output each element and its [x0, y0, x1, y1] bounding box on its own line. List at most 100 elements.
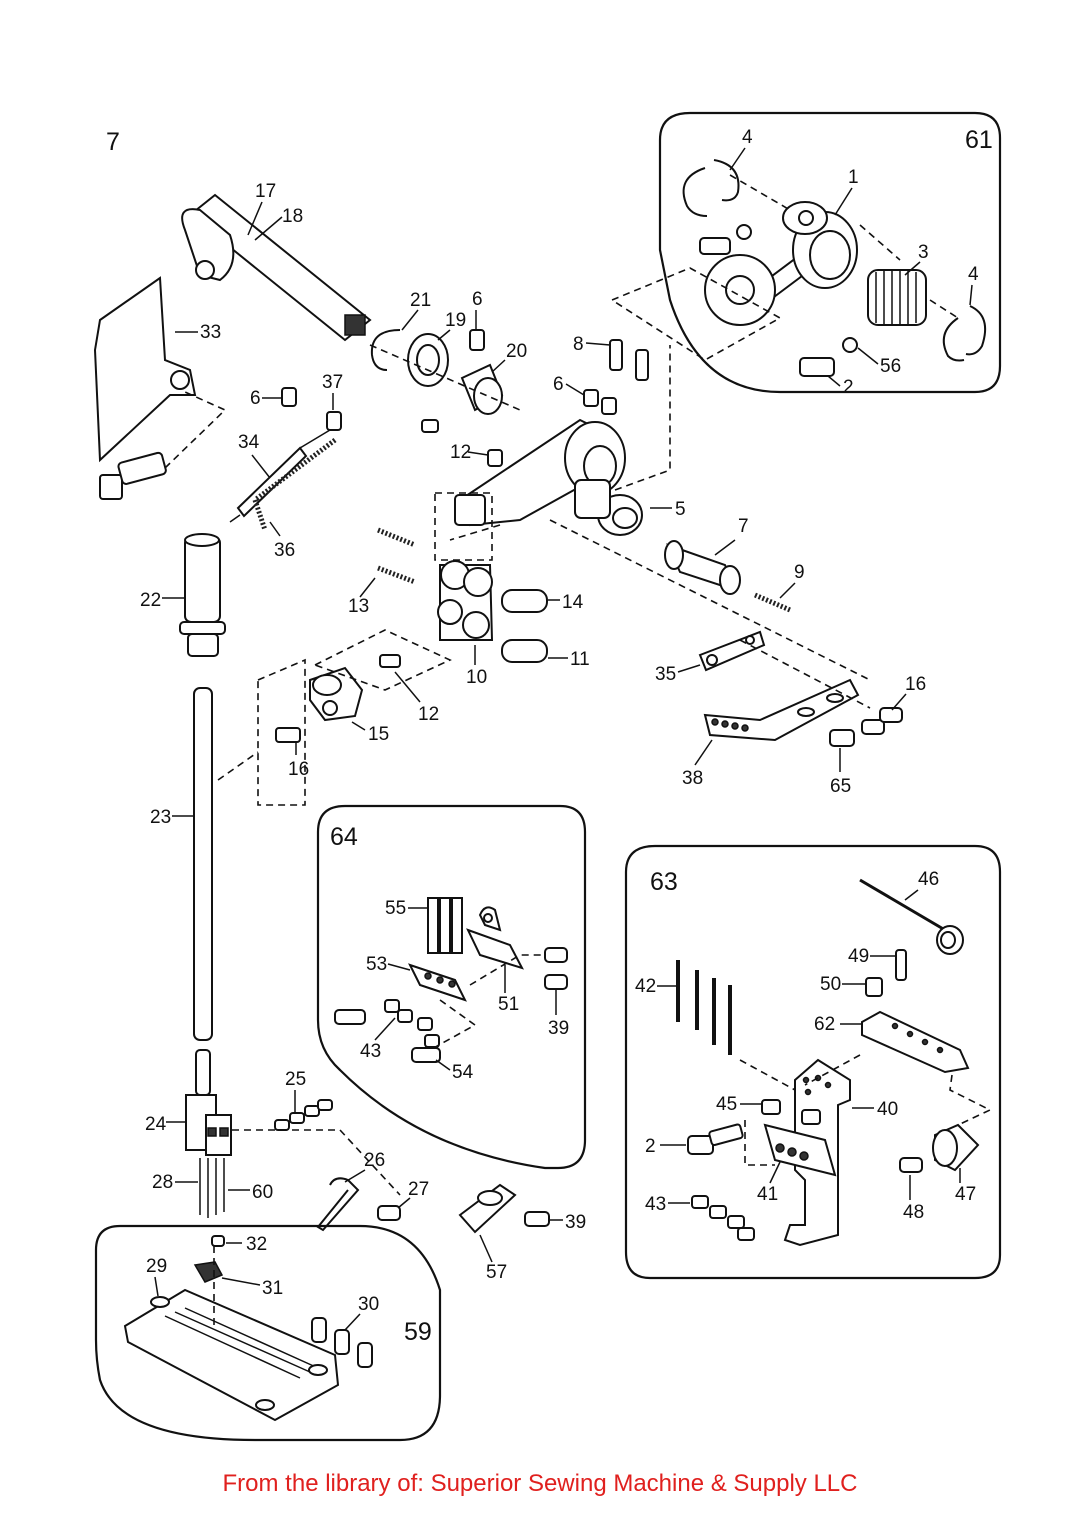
screw-45 [761, 1099, 781, 1115]
part-number-label: 7 [738, 516, 749, 537]
spring-wire-46 [859, 878, 946, 932]
part-number-label: 8 [573, 334, 584, 355]
part-number-label: 54 [452, 1062, 474, 1083]
collar-20 [460, 363, 504, 415]
group-63-box [624, 844, 1002, 1280]
set-screw-6d [601, 397, 617, 415]
cover-plate-33 [93, 276, 197, 463]
part-number-label: 49 [848, 946, 869, 967]
set-screw-20 [421, 419, 439, 433]
part-number-label: 42 [635, 976, 656, 997]
screw-39b [524, 1211, 550, 1227]
spacers-55 [427, 897, 463, 954]
part-number-label: 18 [282, 206, 303, 227]
part-number-label: 43 [360, 1041, 381, 1062]
part-number-label: 24 [145, 1114, 167, 1135]
part-number-label: 34 [238, 432, 260, 453]
part-number-label: 26 [364, 1150, 385, 1171]
shaft-17-18 [181, 193, 372, 342]
set-screws-43b [691, 1195, 755, 1241]
screw-2b [687, 1123, 744, 1155]
link-10 [437, 560, 494, 641]
screw-16b [861, 719, 885, 735]
part-number-label: 21 [410, 290, 431, 311]
part-number-label: 45 [716, 1094, 737, 1115]
part-number-label: 39 [548, 1018, 569, 1039]
part-number-label: 5 [675, 499, 686, 520]
pin-14 [501, 589, 548, 613]
part-number-label: 28 [152, 1172, 173, 1193]
block-41 [763, 1123, 837, 1177]
screw-12b [379, 654, 401, 668]
part-number-label: 4 [742, 127, 753, 148]
part-number-label: 41 [757, 1184, 778, 1205]
spring-46 [936, 925, 964, 955]
pin-49 [895, 949, 907, 981]
part-number-label: 33 [200, 322, 221, 343]
group-59-label: 59 [404, 1318, 432, 1346]
pin-11 [501, 639, 548, 663]
part-number-label: 16 [905, 674, 926, 695]
part-number-label: 46 [918, 869, 939, 890]
group-61-label: 61 [965, 126, 993, 154]
part-number-label: 27 [408, 1179, 429, 1200]
screw-12a [487, 449, 503, 467]
screw-48 [899, 1157, 923, 1173]
screw-54 [411, 1047, 441, 1063]
part-number-label: 9 [794, 562, 805, 583]
part-number-label: 3 [918, 242, 929, 263]
part-number-label: 6 [472, 289, 483, 310]
retaining-ring-21 [370, 329, 401, 371]
retaining-ring-4d [965, 305, 986, 356]
part-number-label: 15 [368, 724, 389, 745]
part-number-label: 53 [366, 954, 387, 975]
wick-9 [754, 592, 791, 613]
part-number-label: 25 [285, 1069, 306, 1090]
thread-guide-57 [458, 1183, 517, 1234]
set-screw-6a [469, 329, 485, 351]
part-number-label: 48 [903, 1202, 924, 1223]
part-number-label: 12 [418, 704, 439, 725]
thread-guides-42 [676, 960, 732, 1055]
block-53 [408, 963, 467, 1002]
part-number-label: 56 [880, 356, 901, 377]
part-number-label: 65 [830, 776, 851, 797]
bracket-51 [466, 906, 524, 970]
bracket-62 [861, 1010, 970, 1074]
part-number-label: 1 [848, 167, 859, 188]
part-number-label: 14 [562, 592, 584, 613]
set-screw-6b [281, 387, 297, 407]
knob-47 [932, 1123, 980, 1172]
group-63-label: 63 [650, 868, 678, 896]
arm-38 [703, 678, 860, 742]
part-number-label: 51 [498, 994, 519, 1015]
part-number-label: 43 [645, 1194, 666, 1215]
part-number-label: 2 [645, 1136, 656, 1157]
set-screw-6c [583, 389, 599, 407]
part-number-label: 17 [255, 181, 276, 202]
bracket-35 [698, 630, 766, 672]
rocking-arm [454, 418, 643, 536]
part-number-label: 23 [150, 807, 171, 828]
screw-16a [275, 727, 301, 743]
page-number: 7 [106, 128, 120, 156]
bolt-33 [99, 451, 167, 500]
part-number-label: 39 [565, 1212, 586, 1233]
retaining-ring-4c [942, 317, 965, 362]
part-number-label: 22 [140, 590, 161, 611]
part-number-label: 10 [466, 667, 487, 688]
needle-clamp-24 [185, 1049, 232, 1156]
group-59-box [94, 1224, 442, 1442]
screw-32 [211, 1235, 225, 1247]
set-screws-25 [274, 1099, 333, 1131]
part-number-label: 13 [348, 596, 369, 617]
part-number-label: 4 [968, 264, 979, 285]
sleeve-7 [664, 540, 741, 595]
part-number-label: 37 [322, 372, 343, 393]
part-number-label: 32 [246, 1234, 267, 1255]
group-64-box [316, 804, 587, 1170]
screw-39a-1 [544, 947, 568, 963]
part-number-label: 16 [288, 759, 309, 780]
screws-30 [311, 1317, 373, 1368]
guide-31 [193, 1261, 224, 1283]
